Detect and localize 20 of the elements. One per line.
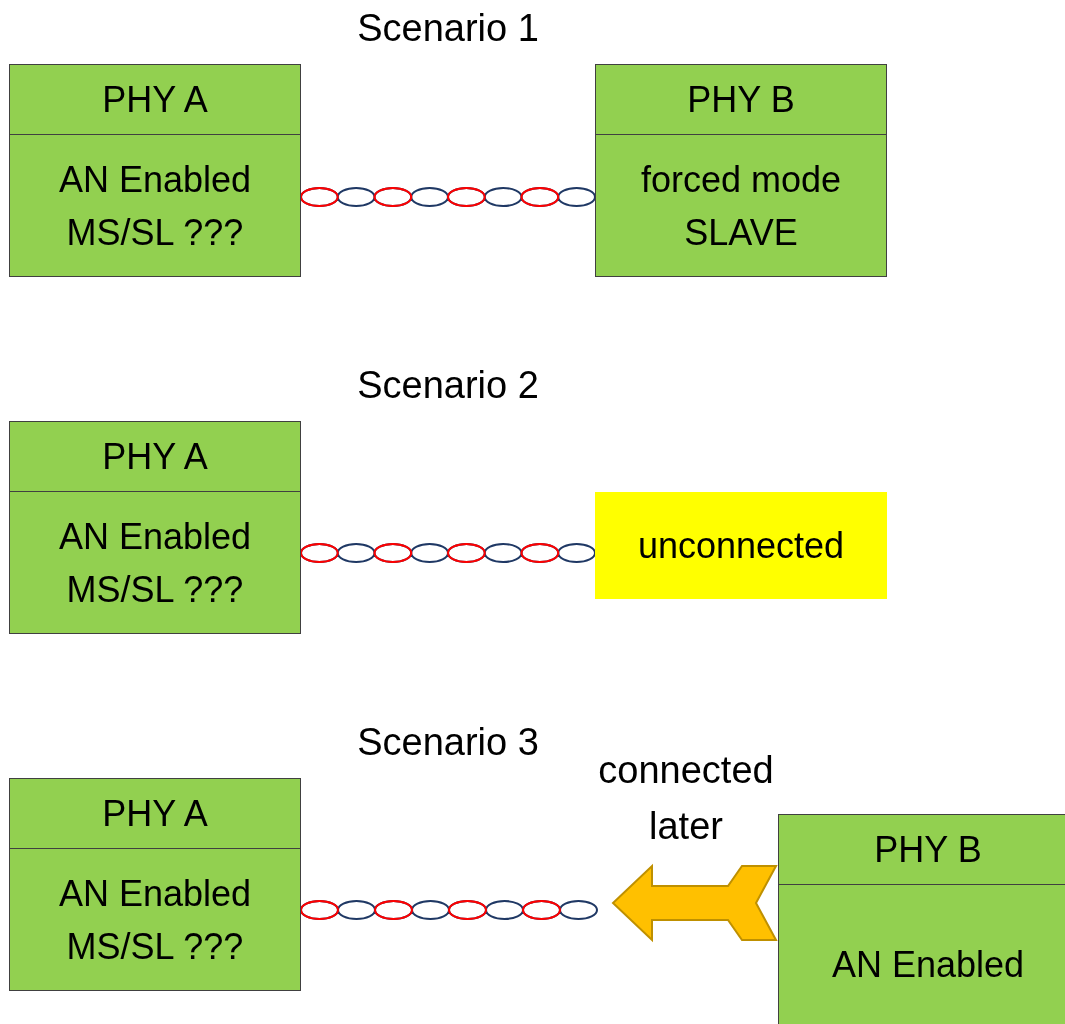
- scenario-title: Scenario 1: [356, 6, 540, 51]
- box-text: forced mode SLAVE: [639, 157, 843, 255]
- box-text: unconnected: [637, 523, 845, 568]
- phy-box: [595, 64, 887, 277]
- phy-box: [9, 64, 301, 277]
- phy-box: [778, 814, 1065, 1024]
- box-header: PHY A: [10, 65, 300, 135]
- box-text: AN Enabled MS/SL ???: [57, 871, 253, 969]
- box-header: PHY A: [10, 422, 300, 492]
- box-text: AN Enabled: [831, 942, 1025, 987]
- box-header: PHY A: [10, 779, 300, 849]
- box-text: AN Enabled MS/SL ???: [57, 514, 253, 612]
- block-arrow: [611, 863, 778, 943]
- phy-box: [9, 778, 301, 991]
- box-header: PHY B: [596, 65, 886, 135]
- box-text: AN Enabled MS/SL ???: [57, 157, 253, 255]
- scenario-title: Scenario 3: [356, 720, 540, 765]
- phy-box: [9, 421, 301, 634]
- status-box: [595, 492, 887, 599]
- scenario-title: Scenario 2: [356, 363, 540, 408]
